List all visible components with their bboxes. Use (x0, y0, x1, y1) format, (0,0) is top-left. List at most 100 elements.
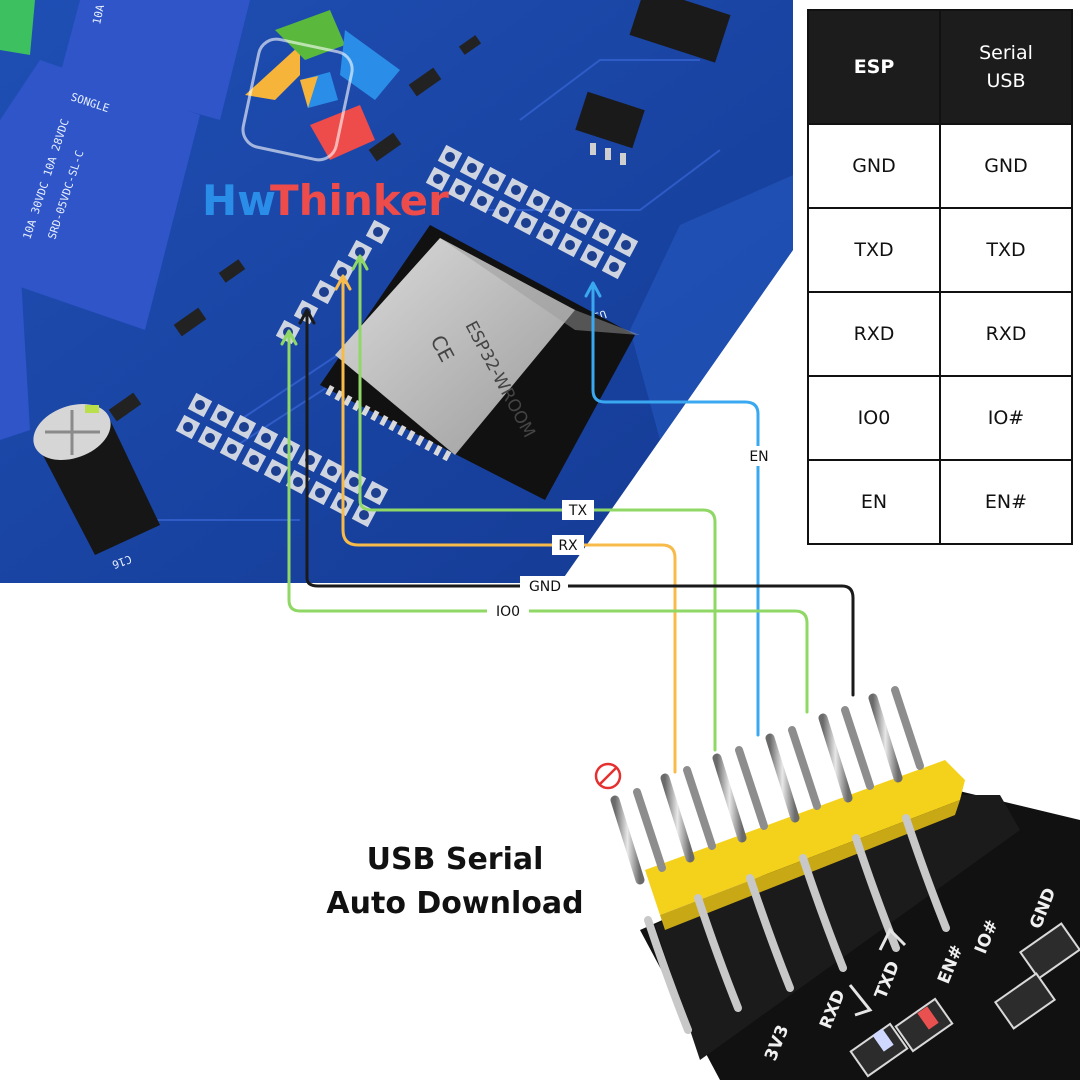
logo-mark-red (310, 105, 375, 160)
header-hole (521, 218, 531, 228)
module-pad (424, 439, 434, 452)
adapter-pin-bent (644, 916, 692, 1034)
relay-3 (0, 260, 30, 440)
wire-label-rx: RX (558, 538, 578, 554)
logo-mark-orange (245, 45, 300, 100)
module-pad (415, 435, 425, 447)
wire-en (591, 283, 760, 737)
module-pad (361, 404, 371, 417)
header-hole (183, 422, 193, 432)
header-hole (349, 477, 359, 487)
header-hole (455, 185, 465, 195)
adapter-pin-back (633, 788, 666, 872)
wires (280, 254, 855, 774)
header-hole (261, 433, 271, 443)
header-hole (195, 400, 205, 410)
header-hole (565, 240, 575, 250)
usb-serial-adapter: 3V3 RXD TXD EN# IO# GND (610, 686, 1080, 1080)
adapter-pin-bent (799, 854, 847, 972)
logo-text-hw: Hw (202, 176, 276, 225)
terminal-block (0, 0, 35, 55)
esp32-module: ESP32-WROOM CE (320, 225, 640, 500)
header-hole (511, 185, 521, 195)
table-cell-esp: EN (807, 459, 941, 545)
header-hole (599, 229, 609, 239)
smd-components (108, 35, 482, 422)
header-hole (373, 227, 383, 237)
adapter-pin-front (765, 733, 800, 823)
adapter-pin-bent (746, 874, 794, 992)
module-pad (334, 390, 344, 402)
adapter-pin-bent (694, 894, 742, 1012)
module-pad (433, 445, 443, 457)
pin-header-u3 (425, 144, 639, 280)
table-row: IO0 IO# (807, 375, 1073, 461)
module-pads (325, 384, 452, 462)
module-pad (379, 415, 389, 427)
wire-labels: EN TX RX GND IO0 (487, 446, 774, 621)
adapter-pin-front (660, 773, 695, 863)
table-cell-esp: GND (807, 123, 941, 209)
header-hole (621, 240, 631, 250)
header-hole (205, 433, 215, 443)
header-hole (359, 510, 369, 520)
module-pad (343, 395, 353, 407)
module-pad (397, 425, 407, 437)
ic-chip (575, 91, 645, 149)
header-hole (587, 251, 597, 261)
table-header-serial-usb: Serial USB (939, 9, 1073, 125)
header-hole (271, 466, 281, 476)
header-hole (315, 488, 325, 498)
header-hole (477, 196, 487, 206)
header-hole (499, 207, 509, 217)
header-hole (543, 229, 553, 239)
pin-header-left (275, 219, 391, 345)
svg-text:C16: C16 (110, 552, 133, 571)
wire-tx (358, 256, 717, 752)
adapter-pin-back (841, 706, 874, 790)
pin-mapping-table: ESP Serial USB GND GND TXD TXD RXD RXD I… (807, 9, 1073, 545)
table-cell-usb: IO# (939, 375, 1073, 461)
header-hole (609, 262, 619, 272)
pcb-photo: 10A 250VAC 10A 125VAC SONGLE 10A 30VDC 1… (0, 0, 793, 583)
logo-text-thinker: Thinker (270, 176, 449, 225)
table-header-esp: ESP (807, 9, 941, 125)
capacitor: C16 (33, 403, 160, 571)
table-cell-esp: RXD (807, 291, 941, 377)
caption-line-2: Auto Download (326, 886, 584, 921)
caption-line-1: USB Serial (366, 842, 544, 877)
adapter-pins (610, 686, 950, 1034)
adapter-header (645, 760, 965, 915)
header-hole (371, 488, 381, 498)
module-pad (442, 450, 452, 462)
diagram-caption: USB Serial Auto Download (300, 838, 610, 926)
relay-2: SONGLE 10A 30VDC 10A 28VDC SRD-05VDC-SL-… (0, 60, 200, 330)
table-cell-esp: TXD (807, 207, 941, 293)
adapter-pin-front (868, 693, 903, 783)
regulator (629, 0, 731, 63)
adapter-pin-bent (902, 814, 950, 932)
header-hole (319, 287, 329, 297)
header-hole (327, 466, 337, 476)
module-pad (388, 419, 398, 432)
table-cell-usb: GND (939, 123, 1073, 209)
adapter-pin-front (818, 713, 853, 803)
table-cell-usb: RXD (939, 291, 1073, 377)
header-hole (555, 207, 565, 217)
logo-mark-blue (340, 30, 400, 100)
header-hole (445, 152, 455, 162)
wire-label-en: EN (749, 449, 768, 465)
wire-label-gnd: GND (529, 579, 561, 595)
adapter-pin-front (610, 795, 645, 885)
module-pad (370, 410, 380, 422)
table-row: GND GND (807, 123, 1073, 209)
header-hole (293, 477, 303, 487)
table-cell-usb: EN# (939, 459, 1073, 545)
header-hole (433, 174, 443, 184)
adapter-pin-front (712, 753, 747, 843)
table-cell-usb: TXD (939, 207, 1073, 293)
table-cell-esp: IO0 (807, 375, 941, 461)
adapter-pin-back (683, 766, 716, 850)
